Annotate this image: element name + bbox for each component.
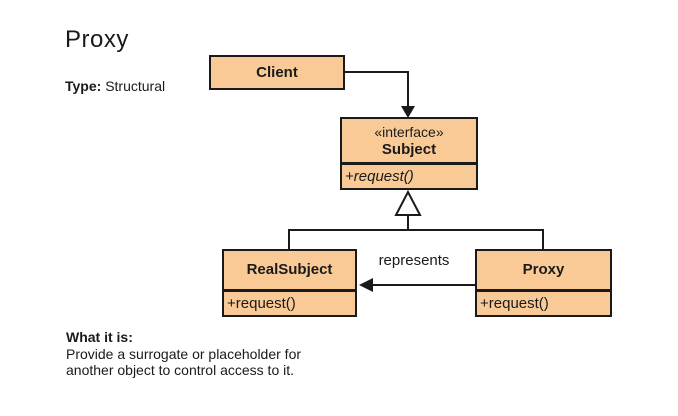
pattern-type-label: Type: <box>65 78 102 94</box>
realsubject-title-compartment: RealSubject <box>224 251 355 289</box>
subject-operations-compartment: +request() <box>342 162 476 188</box>
represents-label: represents <box>378 252 450 269</box>
pattern-type-line: Type: Structural <box>65 78 165 94</box>
realsubject-operations-compartment: +request() <box>224 289 355 315</box>
subject-operation: +request() <box>345 168 414 185</box>
class-box-realsubject: RealSubject +request() <box>222 249 357 317</box>
pattern-type-value: Structural <box>105 78 166 94</box>
generalization-triangle-icon <box>394 189 422 216</box>
subject-title-compartment: «interface» Subject <box>342 119 476 162</box>
client-subject-arrowhead-icon <box>401 106 415 118</box>
description-heading: What it is: <box>66 329 133 345</box>
proxy-operations-compartment: +request() <box>477 289 610 315</box>
client-title-compartment: Client <box>211 57 343 88</box>
realsubject-class-name: RealSubject <box>246 261 333 278</box>
proxy-class-name: Proxy <box>522 261 565 278</box>
page-title: Proxy <box>65 26 129 53</box>
proxy-operation: +request() <box>480 295 549 312</box>
class-box-subject: «interface» Subject +request() <box>340 117 478 190</box>
client-subject-connector-line <box>344 71 409 112</box>
subject-stereotype: «interface» <box>374 123 444 140</box>
class-box-proxy: Proxy +request() <box>475 249 612 317</box>
description-line: another object to control access to it. <box>66 362 295 378</box>
client-class-name: Client <box>256 63 298 81</box>
description-block: What it is: Provide a surrogate or place… <box>66 329 301 379</box>
realsubject-operation: +request() <box>227 295 296 312</box>
description-line: Provide a surrogate or placeholder for <box>66 345 302 362</box>
class-box-client: Client <box>209 55 345 90</box>
proxy-title-compartment: Proxy <box>477 251 610 289</box>
represents-arrowhead-icon <box>359 278 373 292</box>
subject-class-name: Subject <box>381 140 437 158</box>
